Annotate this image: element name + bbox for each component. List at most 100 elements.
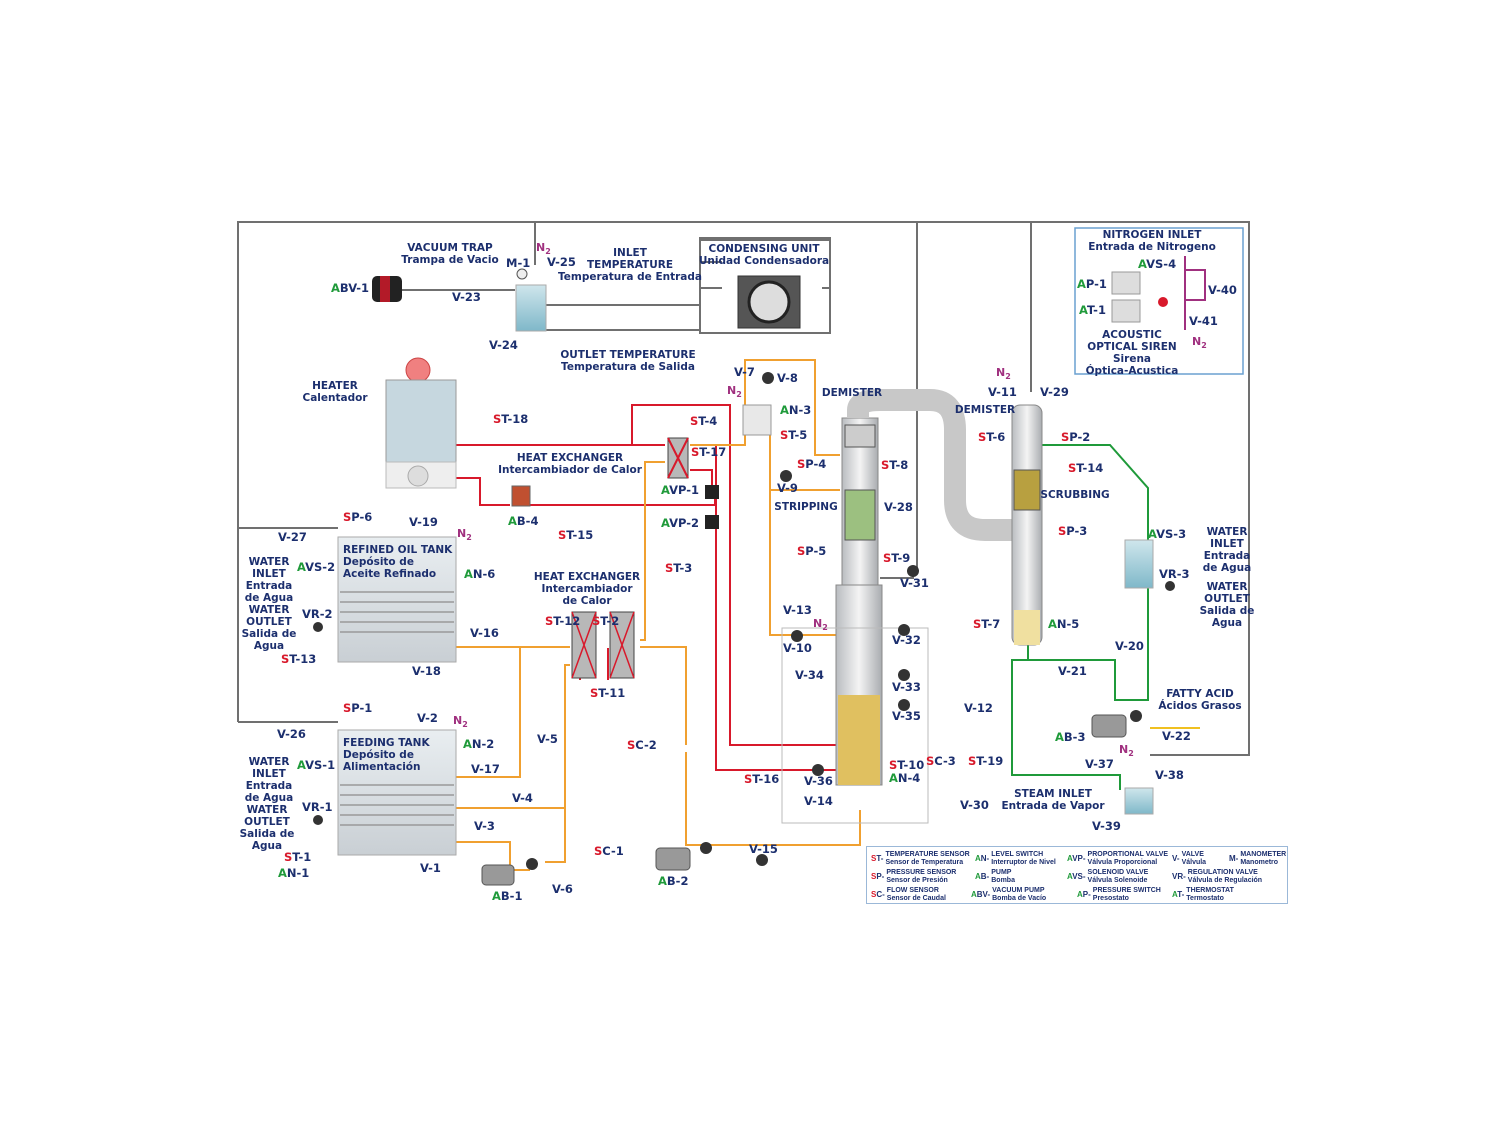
tag-st-5: ST-5 [780,428,808,442]
tank-coils [340,591,454,826]
legend-code: AVP- [1067,854,1086,863]
tag-v-4: V-4 [512,791,533,805]
tag-vr-3: VR-3 [1159,567,1190,581]
separator-vessel [742,404,772,436]
siren-icon [1158,297,1168,307]
tag-v-22: V-22 [1162,729,1191,743]
vacuum-trap [515,284,547,332]
tag-avs-4: AVS-4 [1138,257,1177,271]
label-line: HEATER [312,380,358,392]
tag-an-5: AN-5 [1048,617,1080,631]
tag-v-30: V-30 [960,798,989,812]
nitrogen-label: N2 [727,385,742,399]
tag-sc-3: SC-3 [926,754,956,768]
n2-subscript: 2 [462,720,468,730]
tag-ab-1: AB-1 [492,889,523,903]
heater-pump-icon [407,465,429,487]
tag-st-13: ST-13 [281,652,317,666]
legend-code: M- [1229,854,1239,863]
n2-symbol: N [536,241,546,254]
tag-v-24: V-24 [489,338,518,352]
tag-st-11: ST-11 [590,686,626,700]
n2-symbol: N [813,617,823,630]
label-line: WATER [248,604,290,616]
pressure-switch-ap1 [1111,271,1141,295]
legend-code: AN- [975,854,990,863]
tag-st-12: ST-12 [545,614,581,628]
tag-v-23: V-23 [452,290,481,304]
tag-vr-1: VR-1 [302,800,333,814]
label-line: WATER [248,556,290,568]
legend-en: REGULATION VALVE [1187,869,1258,876]
label-line: Intercambiador de Calor [498,464,642,476]
legend-es: Sensor de Caudal [886,895,946,902]
equipment-label: DEMISTER [955,404,1015,416]
tag-v-9: V-9 [777,481,798,495]
label-line: CONDENSING UNIT [708,243,820,255]
tag-v-6: V-6 [552,882,573,896]
label-line: Salida de [1199,605,1255,617]
legend-en: PRESSURE SENSOR [886,869,957,876]
tag-st-16: ST-16 [744,772,780,786]
tag-ap-1: AP-1 [1077,277,1107,291]
label-line: WATER [248,756,290,768]
label-line: OUTLET [244,816,290,828]
legend-es: Manometro [1240,859,1279,866]
tag-st-9: ST-9 [883,551,911,565]
label-line: de Agua [244,792,294,804]
tag-st-7: ST-7 [973,617,1001,631]
tag-ab-4: AB-4 [508,514,539,528]
tag-v-32: V-32 [892,633,921,647]
label-line: HEAT EXCHANGER [516,452,624,464]
label-line: Salida de [241,628,297,640]
equipment-label: STRIPPING [774,501,837,513]
tag-st-8: ST-8 [881,458,909,472]
tag-v-25: V-25 [547,255,576,269]
label-line: ACOUSTIC [1102,329,1162,341]
tag-an-4: AN-4 [889,771,921,785]
tag-avs-1: AVS-1 [297,758,336,772]
tag-v-1: V-1 [420,861,441,875]
label-line: INLET [1210,538,1244,550]
tag-an-1: AN-1 [278,866,310,880]
legend-code: VR- [1172,872,1186,881]
fan-icon [747,280,791,324]
legend-es: Interruptor de Nivel [991,859,1056,866]
label-line: de Calor [562,595,612,607]
legend-code: AVS- [1067,872,1086,881]
label-line: DEMISTER [821,387,883,399]
nitrogen-label: N2 [457,528,472,542]
tag-v-3: V-3 [474,819,495,833]
equipment-label: SCRUBBING [1040,489,1109,501]
pump-ab2 [655,847,691,871]
tag-st-10: ST-10 [889,758,925,772]
tag-v-16: V-16 [470,626,499,640]
legend-en: PROPORTIONAL VALVE [1087,851,1169,858]
label-line: Temperatura de Entrada [558,271,702,283]
label-line: TEMPERATURE [586,259,673,271]
valve-icons [313,372,1175,870]
tag-sp-4: SP-4 [797,457,827,471]
legend-en: PUMP [991,869,1012,876]
tag-v-21: V-21 [1058,664,1087,678]
label-line: FEEDING TANK [343,737,430,749]
tag-st-3: ST-3 [665,561,693,575]
legend-es: Presostato [1092,895,1129,902]
legend-es: Válvula Solenoide [1087,877,1148,884]
label-line: Trampa de Vacio [401,254,499,266]
label-line: Agua [251,840,283,852]
tag-v-15: V-15 [749,842,778,856]
tag-v-29: V-29 [1040,385,1069,399]
tag-an-3: AN-3 [780,403,812,417]
legend-code: SC- [871,890,885,899]
tag-st-4: ST-4 [690,414,718,428]
condensing-unit-box [699,237,831,334]
legend-en: SOLENOID VALVE [1087,869,1149,876]
